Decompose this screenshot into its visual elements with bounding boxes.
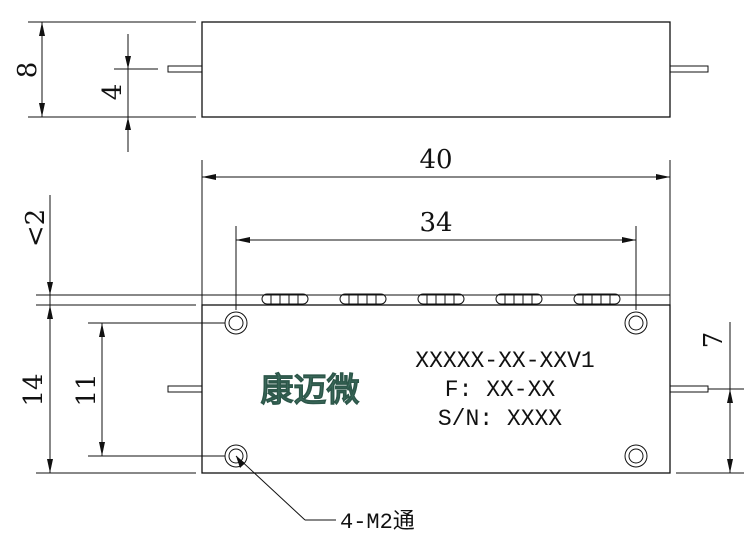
mounting-hole (624, 444, 648, 468)
brand-logo: 康迈微 (261, 370, 360, 409)
dim-overall-length: 40 (419, 145, 452, 175)
side-view-body (201, 21, 671, 118)
hole-callout-leader (235, 455, 306, 521)
dim-side-height: 8 (13, 62, 43, 79)
hole-callout: 4-M2通 (340, 509, 415, 535)
mounting-hole (224, 311, 248, 335)
plan-view: 40 34 <2 (19, 145, 744, 535)
plan-view-left-pin (167, 385, 203, 393)
side-view-left-pin (167, 65, 203, 73)
dim-hole-spacing: 34 (419, 208, 452, 238)
label-serial: S/N: XXXX (438, 406, 562, 432)
dim-top-clearance: <2 (21, 209, 51, 247)
label-frequency: F: XX-XX (445, 377, 556, 403)
dim-right-pin-height: 7 (699, 332, 729, 349)
side-view: 8 4 (13, 21, 709, 152)
side-view-right-pin (669, 65, 709, 73)
tuning-screw-row (261, 293, 621, 305)
label-model: XXXXX-XX-XXV1 (415, 348, 594, 374)
dim-body-height: 14 (19, 373, 49, 406)
dim-hole-v-spacing: 11 (72, 373, 102, 406)
dim-pin-offset: 4 (98, 84, 128, 101)
mounting-hole (624, 311, 648, 335)
plan-view-right-pin (669, 385, 709, 393)
